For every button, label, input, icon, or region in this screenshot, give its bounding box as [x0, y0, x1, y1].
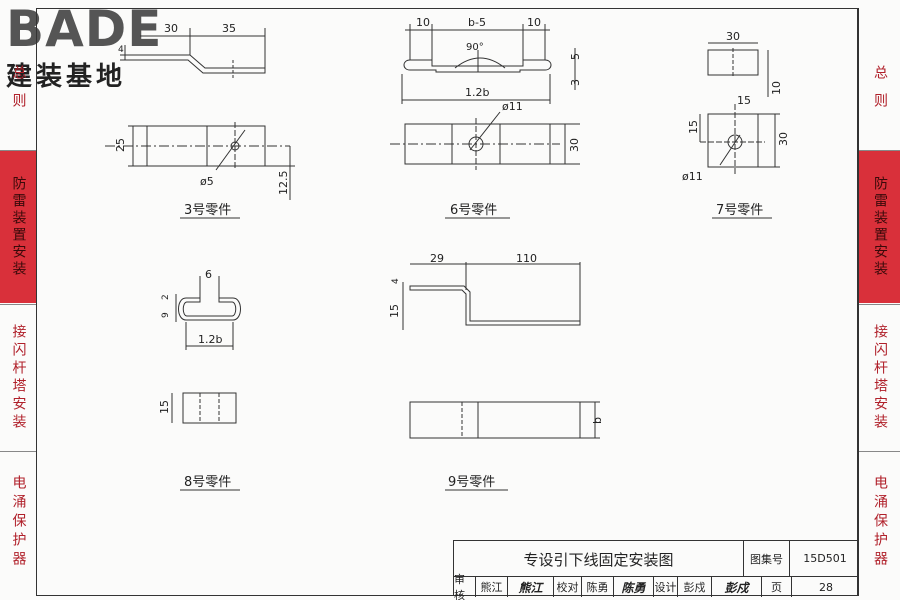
- p7-dim-30b: 30: [777, 132, 790, 146]
- p7-dim-30a: 30: [726, 30, 740, 43]
- reviewer-signature: 熊江: [508, 577, 554, 597]
- p6-dim-10b: 10: [527, 16, 541, 29]
- part9-views: [402, 262, 600, 439]
- part3-side-view: [120, 28, 266, 78]
- tab-label: 接闪杆塔安装: [872, 324, 888, 432]
- logo-chinese: 建装基地: [6, 62, 127, 92]
- p6-dim-30: 30: [568, 138, 581, 152]
- p7-dim-10: 10: [770, 81, 783, 95]
- p9-dim-4: 4: [391, 278, 401, 284]
- tab-label: 接闪杆塔安装: [10, 324, 27, 432]
- p6-dim-3: 3: [569, 79, 582, 86]
- tab-label: 电涌保护器: [872, 474, 888, 570]
- p3-dim-30: 30: [164, 22, 178, 35]
- title-block: 专设引下线固定安装图 图集号 15D501 审核 熊江 熊江 校对 陈勇 陈勇 …: [453, 540, 859, 600]
- p8-dim-1-2b: 1.2b: [198, 333, 222, 346]
- p7-dim-15a: 15: [737, 94, 751, 107]
- part6-plan-view: [390, 111, 580, 170]
- part8-caption: 8号零件: [184, 475, 231, 490]
- p6-dim-1-2b: 1.2b: [465, 86, 489, 99]
- tab-lightning-device-left[interactable]: 防雷装置安装: [0, 151, 36, 303]
- right-section-tabs: 总则 防雷装置安装 接闪杆塔安装 电涌保护器: [859, 8, 900, 600]
- p8-dim-9: 9: [161, 312, 171, 318]
- p6-dim-b5: b-5: [468, 16, 486, 29]
- checker-name: 陈勇: [582, 577, 614, 597]
- p6-dim-angle: 90°: [466, 42, 484, 53]
- tab-air-terminal-left[interactable]: 接闪杆塔安装: [0, 308, 36, 448]
- p6-dim-10a: 10: [416, 16, 430, 29]
- part3-caption: 3号零件: [184, 203, 231, 218]
- p3-dim-dia5: ø5: [200, 175, 214, 188]
- left-section-tabs: 总则 防雷装置安装 接闪杆塔安装 电涌保护器: [0, 8, 36, 600]
- drawing-frame: [36, 8, 859, 596]
- part6-caption: 6号零件: [450, 203, 497, 218]
- tab-divider: [0, 304, 36, 305]
- check-label: 校对: [554, 577, 582, 597]
- bade-logo: BADE 建装基地: [6, 4, 176, 94]
- p9-dim-b: b: [591, 417, 604, 424]
- p8-dim-2: 2: [161, 294, 171, 300]
- tab-surge-protector-left[interactable]: 电涌保护器: [0, 458, 36, 586]
- checker-signature: 陈勇: [614, 577, 654, 597]
- title-block-row-top: 专设引下线固定安装图 图集号 15D501: [454, 541, 859, 577]
- drawing-title: 专设引下线固定安装图: [454, 541, 744, 577]
- tab-surge-protector-right[interactable]: 电涌保护器: [859, 458, 900, 586]
- tab-divider: [0, 150, 36, 151]
- tab-label: 防雷装置安装: [872, 176, 888, 278]
- p6-dim-dia11: ø11: [502, 100, 523, 113]
- p8-dim-15: 15: [158, 400, 171, 414]
- part6-side-view: [401, 24, 576, 104]
- tab-label: 总则: [872, 65, 888, 121]
- page-label: 页: [762, 577, 792, 597]
- part3-plan-view: [105, 122, 295, 200]
- logo-wordmark: BADE: [6, 0, 163, 58]
- p3-dim-4: 4: [118, 45, 124, 55]
- p8-dim-6: 6: [205, 268, 212, 281]
- tab-air-terminal-right[interactable]: 接闪杆塔安装: [859, 308, 900, 448]
- tab-divider: [859, 304, 900, 305]
- p9-dim-29: 29: [430, 252, 444, 265]
- tab-divider: [0, 451, 36, 452]
- tab-divider: [859, 451, 900, 452]
- page-number: 28: [819, 580, 833, 594]
- part8-views: [171, 276, 241, 424]
- p7-dim-15b: 15: [687, 120, 700, 134]
- tab-general-left[interactable]: 总则: [0, 38, 36, 148]
- atlas-number: 15D501: [803, 552, 847, 565]
- reviewer-name: 熊江: [476, 577, 508, 597]
- p3-dim-12-5: 12.5: [277, 171, 290, 196]
- p3-dim-25: 25: [114, 138, 127, 152]
- p3-dim-35: 35: [222, 22, 236, 35]
- designer-name: 彭戍: [678, 577, 712, 597]
- p9-dim-110: 110: [516, 252, 537, 265]
- p9-dim-15: 15: [388, 304, 401, 318]
- part7-caption: 7号零件: [716, 203, 763, 218]
- part7-views: [699, 42, 780, 175]
- title-block-row-bottom: 审核 熊江 熊江 校对 陈勇 陈勇 设计 彭戍 彭戍 页 28: [454, 573, 859, 600]
- tab-general-right[interactable]: 总则: [859, 38, 900, 148]
- review-label: 审核: [454, 573, 476, 600]
- atlas-label: 图集号: [744, 541, 790, 576]
- tab-label: 电涌保护器: [10, 474, 27, 570]
- designer-signature: 彭戍: [712, 577, 762, 597]
- tab-label: 总则: [10, 65, 27, 121]
- tab-label: 防雷装置安装: [10, 176, 27, 278]
- design-label: 设计: [654, 577, 678, 597]
- p6-dim-5: 5: [569, 53, 582, 60]
- tab-divider: [859, 150, 900, 151]
- part9-caption: 9号零件: [448, 475, 495, 490]
- tab-lightning-device-right[interactable]: 防雷装置安装: [859, 151, 900, 303]
- p7-dim-dia11: ø11: [682, 170, 703, 183]
